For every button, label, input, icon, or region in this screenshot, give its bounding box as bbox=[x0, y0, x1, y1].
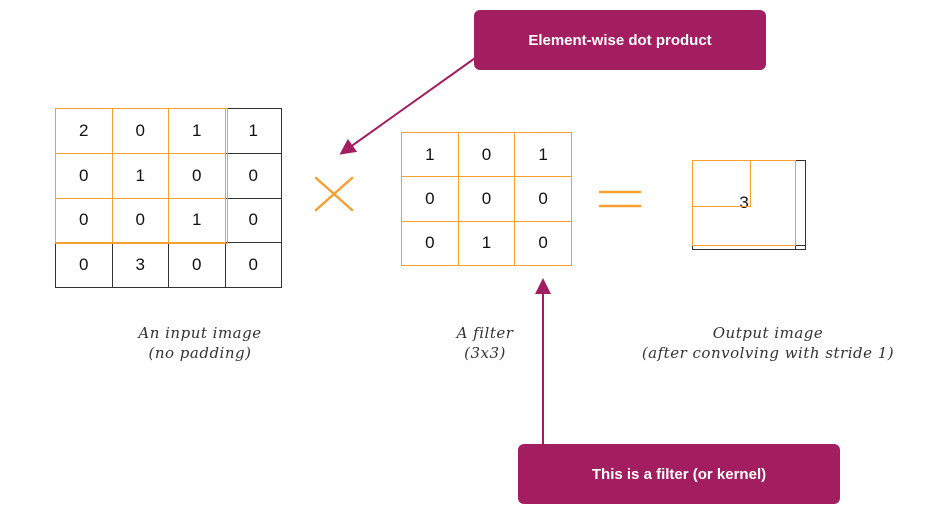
output-caption-line-1: Output image bbox=[712, 324, 824, 342]
output-image-caption: Output image (after convolving with stri… bbox=[608, 323, 928, 363]
input-caption-line-1: An input image bbox=[138, 324, 262, 342]
filter-caption: A filter (3x3) bbox=[430, 323, 540, 363]
table-row: 2 0 1 1 bbox=[55, 108, 282, 154]
output-image-grid: 3 bbox=[691, 160, 806, 251]
equals-icon bbox=[598, 190, 642, 208]
filter-callout-label: This is a filter (or kernel) bbox=[591, 465, 767, 483]
table-row bbox=[691, 244, 806, 251]
input-cell: 0 bbox=[224, 197, 282, 244]
input-cell: 0 bbox=[224, 242, 282, 288]
output-cell bbox=[691, 244, 797, 251]
times-icon bbox=[314, 176, 354, 212]
filter-grid: 1 0 1 0 0 0 0 1 0 bbox=[401, 131, 572, 267]
table-row: 0 0 0 bbox=[401, 176, 572, 222]
arrow-to-multiply-icon bbox=[339, 55, 479, 155]
input-caption-line-2: (no padding) bbox=[148, 344, 252, 362]
input-cell: 1 bbox=[224, 108, 282, 154]
dot-product-callout: Element-wise dot product bbox=[474, 10, 766, 70]
filter-cell: 0 bbox=[457, 131, 516, 178]
input-cell: 0 bbox=[55, 197, 113, 244]
table-row: 0 0 1 0 bbox=[55, 197, 282, 244]
filter-cell: 0 bbox=[514, 176, 572, 222]
input-cell: 0 bbox=[224, 152, 282, 199]
filter-caption-line-2: (3x3) bbox=[464, 344, 506, 362]
output-caption-line-2: (after convolving with stride 1) bbox=[641, 344, 895, 362]
filter-cell: 0 bbox=[401, 220, 459, 267]
filter-cell: 1 bbox=[457, 220, 516, 267]
filter-callout: This is a filter (or kernel) bbox=[518, 444, 840, 504]
filter-cell: 1 bbox=[514, 131, 572, 178]
filter-cell: 0 bbox=[457, 176, 516, 222]
filter-cell: 0 bbox=[401, 176, 459, 222]
input-cell: 3 bbox=[111, 242, 169, 288]
filter-caption-line-1: A filter bbox=[456, 324, 514, 342]
input-image-caption: An input image (no padding) bbox=[110, 323, 290, 363]
input-image-grid: 2 0 1 1 0 1 0 0 0 0 1 0 0 3 0 0 bbox=[55, 108, 282, 288]
filter-cell: 1 bbox=[401, 131, 459, 178]
dot-product-callout-label: Element-wise dot product bbox=[528, 31, 712, 49]
table-row: 0 1 0 bbox=[401, 220, 572, 267]
filter-cell: 0 bbox=[514, 220, 572, 267]
table-row: 1 0 1 bbox=[401, 131, 572, 178]
output-cell bbox=[795, 244, 806, 251]
